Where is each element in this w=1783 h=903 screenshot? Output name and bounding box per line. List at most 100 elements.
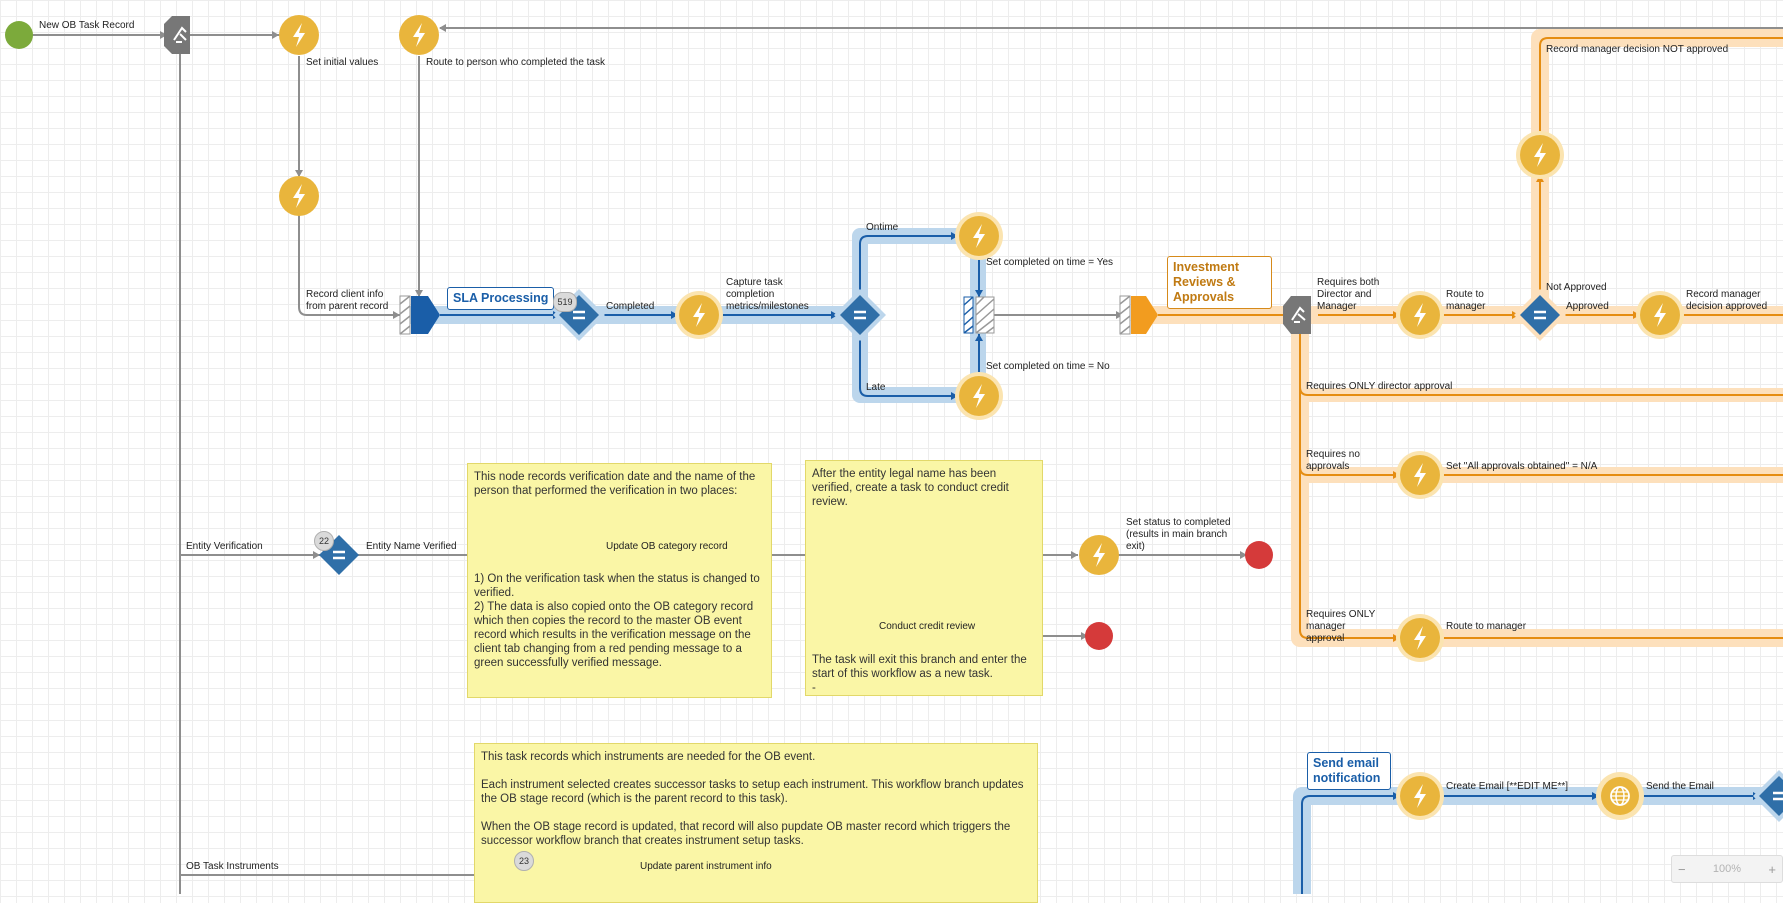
email-line-1 (1301, 795, 1400, 894)
end-node-main (1245, 541, 1273, 569)
action-route-person[interactable] (399, 15, 439, 55)
action-create-email[interactable] (1396, 772, 1444, 820)
sla-late-line (859, 335, 958, 397)
label-entity-name-verified: Entity Name Verified (366, 541, 457, 552)
action-capture-task[interactable] (675, 291, 723, 339)
lightning-icon (1414, 784, 1426, 808)
approvals-director-line (1299, 386, 1783, 396)
equals-icon (854, 310, 866, 320)
note-instr-p3: When the OB stage record is updated, tha… (481, 821, 1011, 847)
note-verification-item1: 1) On the verification task when the sta… (474, 573, 760, 599)
label-set-status-completed: Set status to completed (results in main… (1126, 517, 1231, 552)
note-instruments: This task records which instruments are … (474, 743, 1038, 903)
label-set-ontime-no: Set completed on time = No (986, 361, 1110, 372)
label-record-mgr-approved: Record manager decision approved (1686, 289, 1768, 312)
lightning-icon (413, 23, 425, 47)
label-route-manager-1: Route to manager (1446, 289, 1486, 312)
approvals-trunk (1299, 333, 1400, 639)
not-approved-band (1531, 29, 1783, 324)
label-not-approved: Not Approved (1546, 282, 1607, 293)
note-credit: After the entity legal name has been ver… (805, 460, 1043, 696)
label-conduct-credit-review: Conduct credit review (879, 621, 976, 632)
label-record-mgr-not-approved: Record manager decision NOT approved (1546, 44, 1729, 55)
gateway-ontime-late[interactable] (834, 289, 886, 341)
sla-group-start (399, 295, 440, 335)
equals-icon (573, 310, 585, 320)
action-set-all-approvals[interactable] (1396, 451, 1444, 499)
note-credit-dash: - (812, 682, 816, 694)
label-requires-both: Requires both Director and Manager (1317, 277, 1380, 312)
label-send-the-email: Send the Email (1646, 781, 1714, 792)
label-completed: Completed (606, 301, 655, 312)
note-instr-p2: Each instrument selected creates success… (481, 779, 1024, 805)
lightning-icon (1534, 143, 1546, 167)
label-requires-no-approvals: Requires no approvals (1306, 449, 1360, 472)
lightning-icon (1414, 463, 1426, 487)
label-route-manager-2: Route to manager (1446, 621, 1527, 632)
label-update-ob-category: Update OB category record (606, 541, 728, 552)
sla-ontime-line (859, 235, 958, 295)
label-ontime: Ontime (866, 222, 899, 233)
lightning-icon (293, 23, 305, 47)
note-credit-top: After the entity legal name has been ver… (812, 468, 1009, 508)
label-set-all-approvals: Set "All approvals obtained" = N/A (1446, 461, 1598, 472)
label-late: Late (866, 382, 886, 393)
investment-reviews-title[interactable]: Investment Reviews & Approvals (1167, 256, 1272, 309)
label-set-initial-values: Set initial values (306, 57, 379, 68)
label-entity-verification: Entity Verification (186, 541, 263, 552)
send-email-node (1596, 772, 1644, 820)
approvals-none-line (1299, 466, 1400, 476)
send-email-title[interactable]: Send email notification (1307, 752, 1391, 790)
label-route-person: Route to person who completed the task (426, 57, 605, 68)
lightning-icon (693, 303, 705, 327)
label-ob-task-instruments: OB Task Instruments (186, 861, 279, 872)
action-set-initial-values[interactable] (279, 15, 319, 55)
equals-icon (1534, 310, 1546, 320)
sla-processing-title[interactable]: SLA Processing (447, 287, 555, 310)
zoom-control: − 100% + (1671, 855, 1783, 883)
note-verification: This node records verification date and … (467, 463, 772, 698)
sla-group-end (963, 296, 995, 334)
lightning-icon (1654, 303, 1666, 327)
lightning-icon (1414, 303, 1426, 327)
action-set-ontime-no[interactable] (955, 372, 1003, 420)
equals-icon (1773, 791, 1783, 801)
entity-count-badge: 22 (314, 531, 334, 551)
note-instr-p1: This task records which instruments are … (481, 751, 816, 763)
split-gateway-approvals (1283, 296, 1311, 334)
zoom-level: 100% (1712, 863, 1742, 875)
zoom-out-button[interactable]: − (1678, 861, 1686, 877)
action-route-to-manager-1[interactable] (1396, 291, 1444, 339)
lightning-icon (1414, 626, 1426, 650)
action-record-approved[interactable] (1636, 291, 1684, 339)
action-set-initial-values-2[interactable] (279, 176, 319, 216)
label-update-parent-instrument: Update parent instrument info (640, 861, 772, 872)
label-capture-task: Capture task completion metrics/mileston… (726, 277, 809, 312)
label-requires-only-manager: Requires ONLY manager approval (1306, 609, 1376, 644)
zoom-in-button[interactable]: + (1768, 861, 1776, 877)
action-route-to-manager-2[interactable] (1396, 614, 1444, 662)
gateway-email[interactable] (1753, 770, 1783, 822)
label-start: New OB Task Record (39, 20, 135, 31)
end-node-credit (1085, 622, 1113, 650)
lightning-icon (973, 224, 985, 248)
gateway-approved[interactable] (1514, 289, 1566, 341)
not-approved-up-2 (1539, 37, 1783, 135)
label-set-ontime-yes: Set completed on time = Yes (986, 257, 1114, 268)
approvals-group-start (1119, 295, 1158, 335)
action-set-status-completed[interactable] (1079, 535, 1119, 575)
action-record-not-approved[interactable] (1516, 131, 1564, 179)
action-set-ontime-yes[interactable] (955, 212, 1003, 260)
equals-icon (333, 550, 345, 560)
start-node (5, 21, 33, 49)
note-verification-top: This node records verification date and … (474, 471, 756, 497)
split-gateway-start (164, 16, 190, 54)
sla-count-badge: 519 (553, 292, 577, 312)
label-create-email: Create Email [**EDIT ME**] (1446, 781, 1569, 792)
lightning-icon (1093, 543, 1105, 567)
label-approved: Approved (1566, 301, 1609, 312)
label-record-client-info: Record client info from parent record (306, 289, 389, 312)
connector-initial2-down (298, 215, 400, 316)
